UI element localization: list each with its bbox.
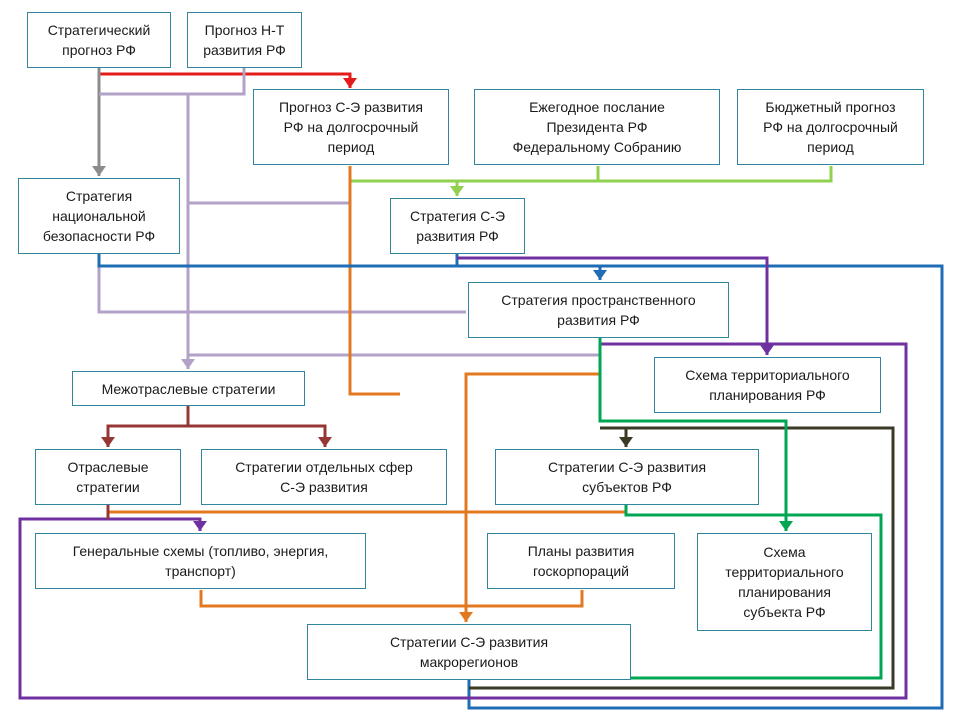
node-state-corp-plans: Планы развития госкорпораций [487, 533, 675, 589]
node-subject-territorial: Схема территориального планирования субъ… [697, 533, 872, 631]
green-connector [598, 338, 788, 531]
blue-outer [455, 254, 944, 710]
lilac-trunk-arrowhead [181, 359, 195, 369]
brown-connector-2-arrowhead [318, 437, 332, 447]
purple-outer-arrowhead [193, 521, 207, 531]
node-spatial-strategy: Стратегия пространственного развития РФ [468, 282, 729, 338]
node-se-strategy: Стратегия С-Э развития РФ [390, 198, 525, 254]
node-se-forecast: Прогноз С-Э развития РФ на долгосрочный … [253, 89, 449, 165]
brown-connector-arrowhead [101, 437, 115, 447]
green-connector-arrowhead [779, 521, 793, 531]
purple-outer [18, 342, 908, 700]
purple-connector [457, 256, 769, 355]
node-president-address: Ежегодное послание Президента РФ Федерал… [474, 89, 720, 165]
node-intersectoral: Межотраслевые стратегии [72, 371, 305, 406]
blue-connector-arrowhead [593, 270, 607, 280]
node-macroregions: Стратегии С-Э развития макрорегионов [307, 624, 631, 680]
red-connector-arrowhead [343, 78, 357, 88]
lightgreen-to-strategy-arrowhead [450, 186, 464, 196]
dark-outer [469, 426, 895, 690]
gray-connector-arrowhead [92, 166, 106, 176]
orange-from-sectoral [106, 505, 626, 514]
node-nt-forecast: Прогноз Н-Т развития РФ [187, 12, 302, 68]
node-spheres: Стратегии отдельных сфер С-Э развития [201, 449, 447, 505]
orange-se-forecast-down [348, 166, 400, 396]
purple-connector-arrowhead [760, 345, 774, 355]
red-connector [99, 72, 352, 88]
node-strategic-forecast: Стратегический прогноз РФ [27, 12, 171, 68]
node-territorial-scheme: Схема территориального планирования РФ [654, 357, 881, 413]
node-sectoral: Отраслевые стратегии [35, 449, 181, 505]
lilac-connector-top [99, 68, 246, 96]
lightgreen-connector [350, 166, 833, 183]
node-national-security: Стратегия национальной безопасности РФ [18, 178, 180, 254]
brown-connector-2 [188, 424, 327, 447]
orange-arrow-macro-arrowhead [459, 612, 473, 622]
node-regional-se: Стратегии С-Э развития субъектов РФ [495, 449, 759, 505]
lilac-from-security [97, 254, 466, 314]
brown-connector [106, 406, 190, 447]
dark-connector-arrowhead [619, 437, 633, 447]
orange-gen-schemes [199, 590, 584, 608]
orange-to-macroregions [464, 372, 600, 610]
node-general-schemes: Генеральные схемы (топливо, энергия, тра… [35, 533, 366, 589]
node-budget-forecast: Бюджетный прогноз РФ на долгосрочный пер… [737, 89, 924, 165]
green-outer [469, 505, 883, 680]
